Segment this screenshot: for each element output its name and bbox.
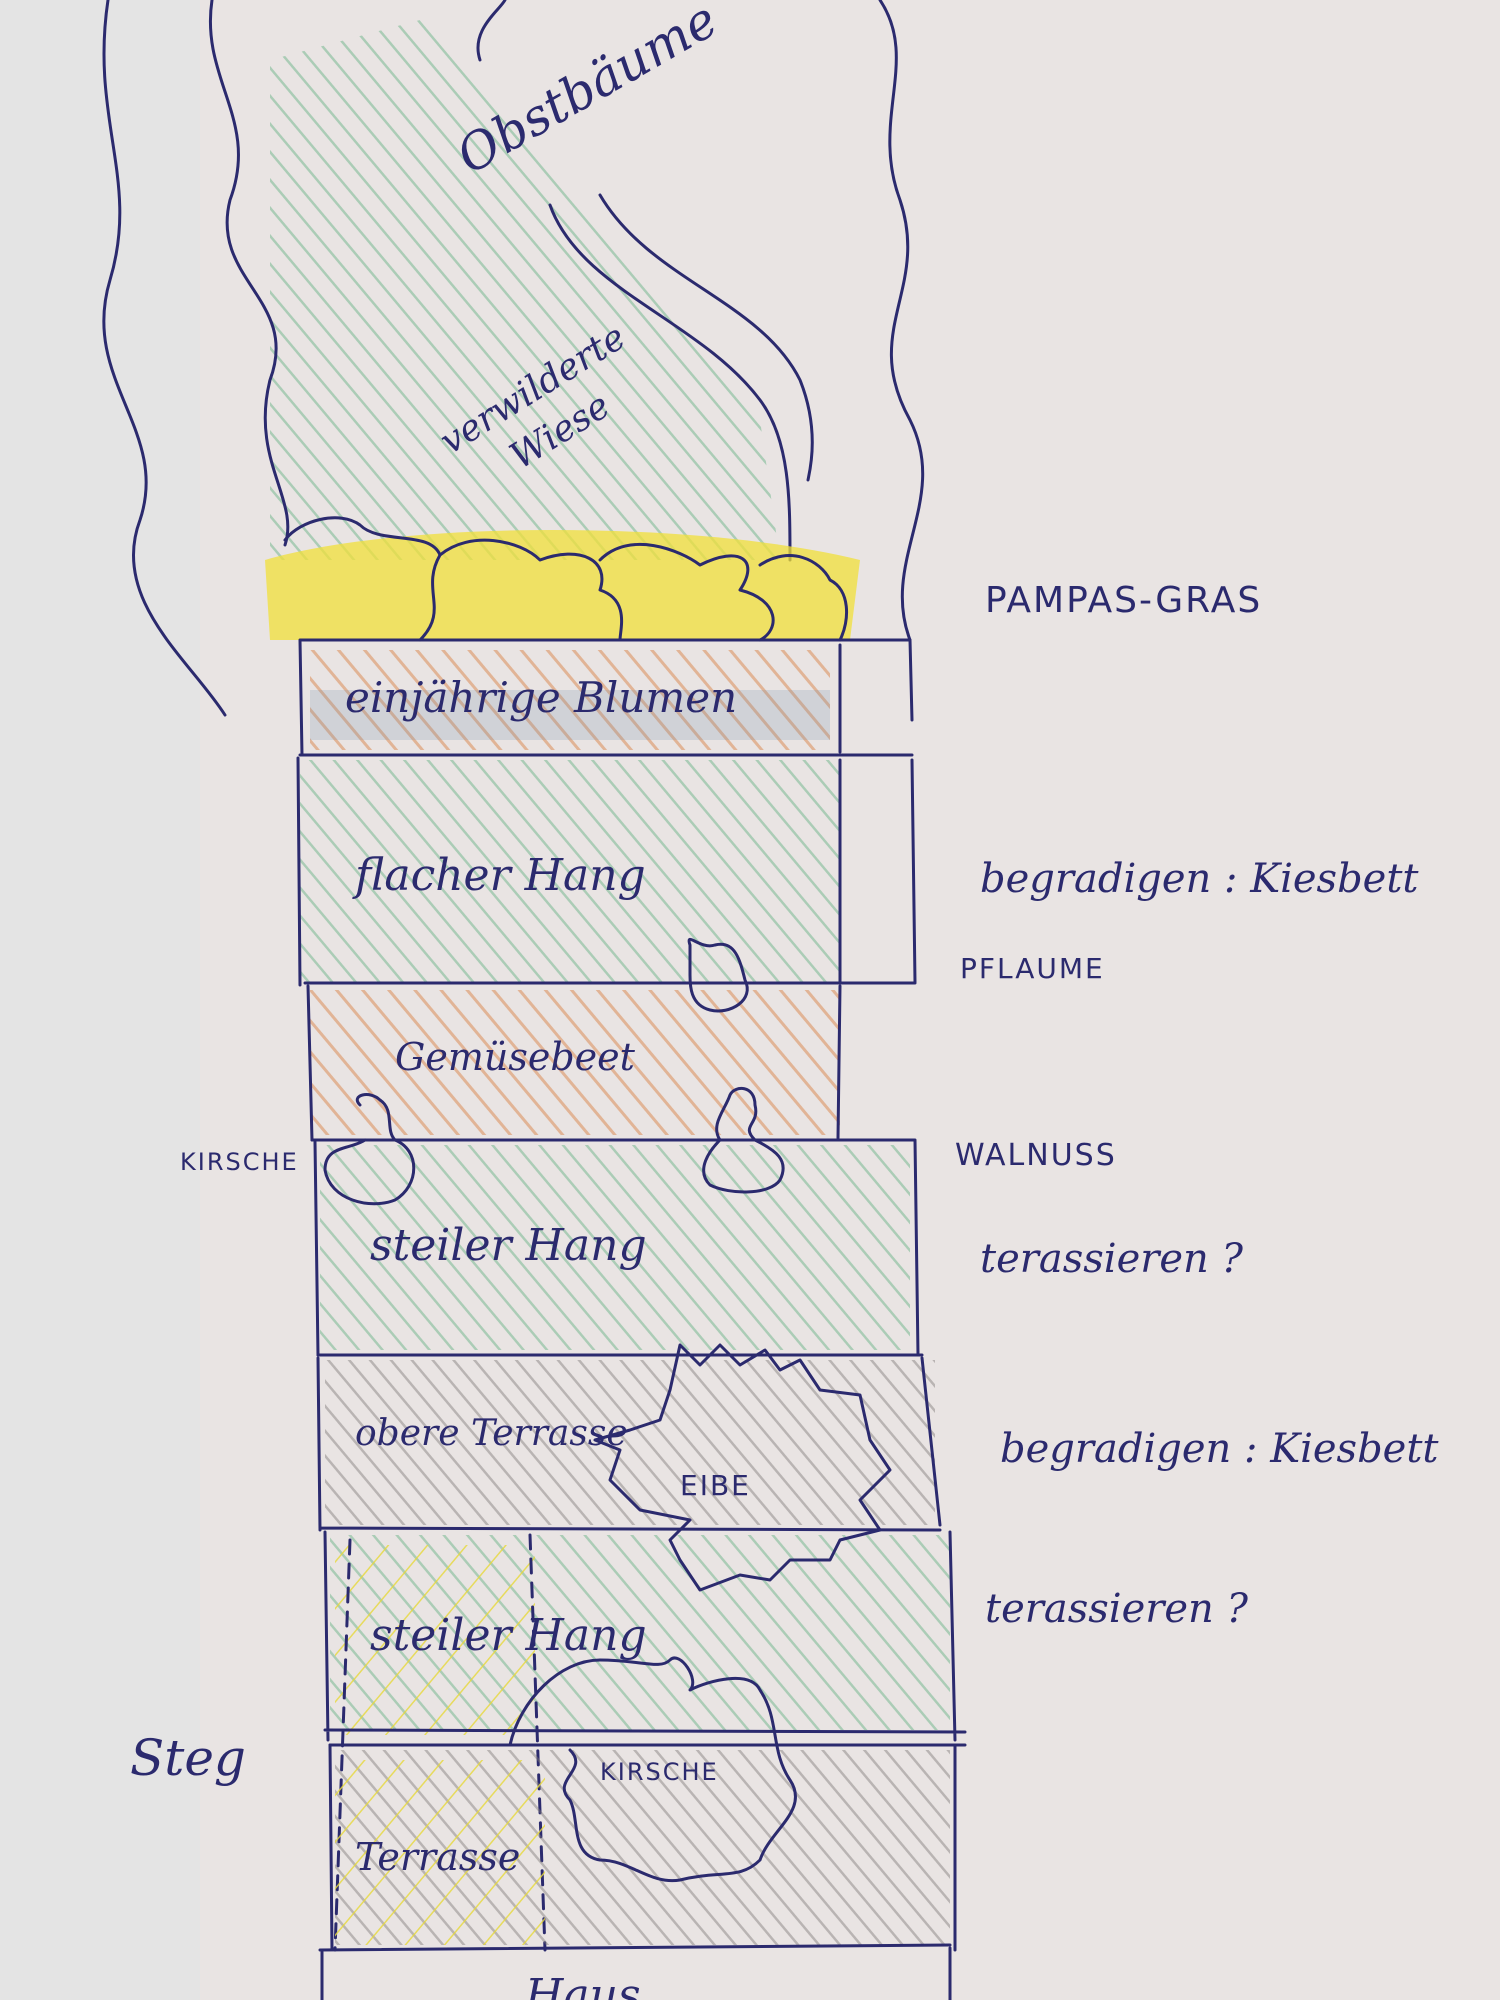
strip-annual-flowers (298, 638, 914, 757)
label-steep-slope-2: steiler Hang (370, 1610, 647, 1661)
outer-boundary-left (102, 0, 227, 717)
label-steep-slope-1: steiler Hang (370, 1220, 647, 1271)
cherry-tree-1-outline (323, 1093, 416, 1206)
note-straighten-gravel-1: begradigen : Kiesbett (980, 856, 1419, 902)
inner-boundary-left (209, 0, 290, 547)
label-terrace: Terrasse (355, 1835, 520, 1879)
label-vegetable-bed: Gemüsebeet (395, 1035, 636, 1079)
orchard-curve-1 (476, 0, 507, 62)
meadow-curve-2 (598, 193, 814, 482)
plum-tree-outline (687, 937, 749, 1013)
pampas-clump-4 (758, 554, 849, 642)
label-cherry-1: KIRSCHE (180, 1148, 299, 1176)
note-pampas-grass: PAMPAS-GRAS (985, 580, 1262, 621)
note-jetty: Steg (130, 1729, 246, 1787)
pampas-fill (265, 530, 860, 640)
strip-terrace (318, 1743, 957, 1952)
yew-tree-outline (593, 1343, 892, 1592)
cherry-tree-2-outline (508, 1656, 797, 1883)
label-house: Haus (524, 1970, 641, 2000)
meadow-fill (270, 20, 780, 560)
label-cherry-2: KIRSCHE (600, 1758, 719, 1786)
label-walnut: WALNUSS (955, 1138, 1117, 1173)
meadow-curve-1 (548, 203, 792, 562)
strip-upper-terrace (316, 1353, 942, 1532)
pampas-clump-2 (438, 538, 624, 642)
paper-shadow (0, 0, 200, 2000)
strip-house (320, 1946, 952, 2000)
note-terrace-question-1: terassieren ? (980, 1236, 1244, 1282)
walnut-tree-outline (702, 1086, 785, 1194)
label-annual-flowers: einjährige Blumen (345, 673, 737, 722)
label-upper-terrace: obere Terrasse (355, 1413, 628, 1454)
note-terrace-question-2: terassieren ? (985, 1586, 1249, 1632)
note-straighten-gravel-2: begradigen : Kiesbett (1000, 1426, 1439, 1472)
label-gentle-slope: flacher Hang (352, 850, 646, 901)
strip-steep-slope-1 (310, 1138, 920, 1357)
label-yew: EIBE (680, 1469, 751, 1502)
label-plum: PFLAUME (960, 952, 1105, 985)
pampas-clump-1 (283, 516, 442, 642)
strip-gentle-slope (296, 753, 917, 987)
strip-vegetable-bed (303, 981, 917, 1142)
boundary-right (878, 0, 925, 642)
pampas-clump-3 (598, 543, 775, 642)
